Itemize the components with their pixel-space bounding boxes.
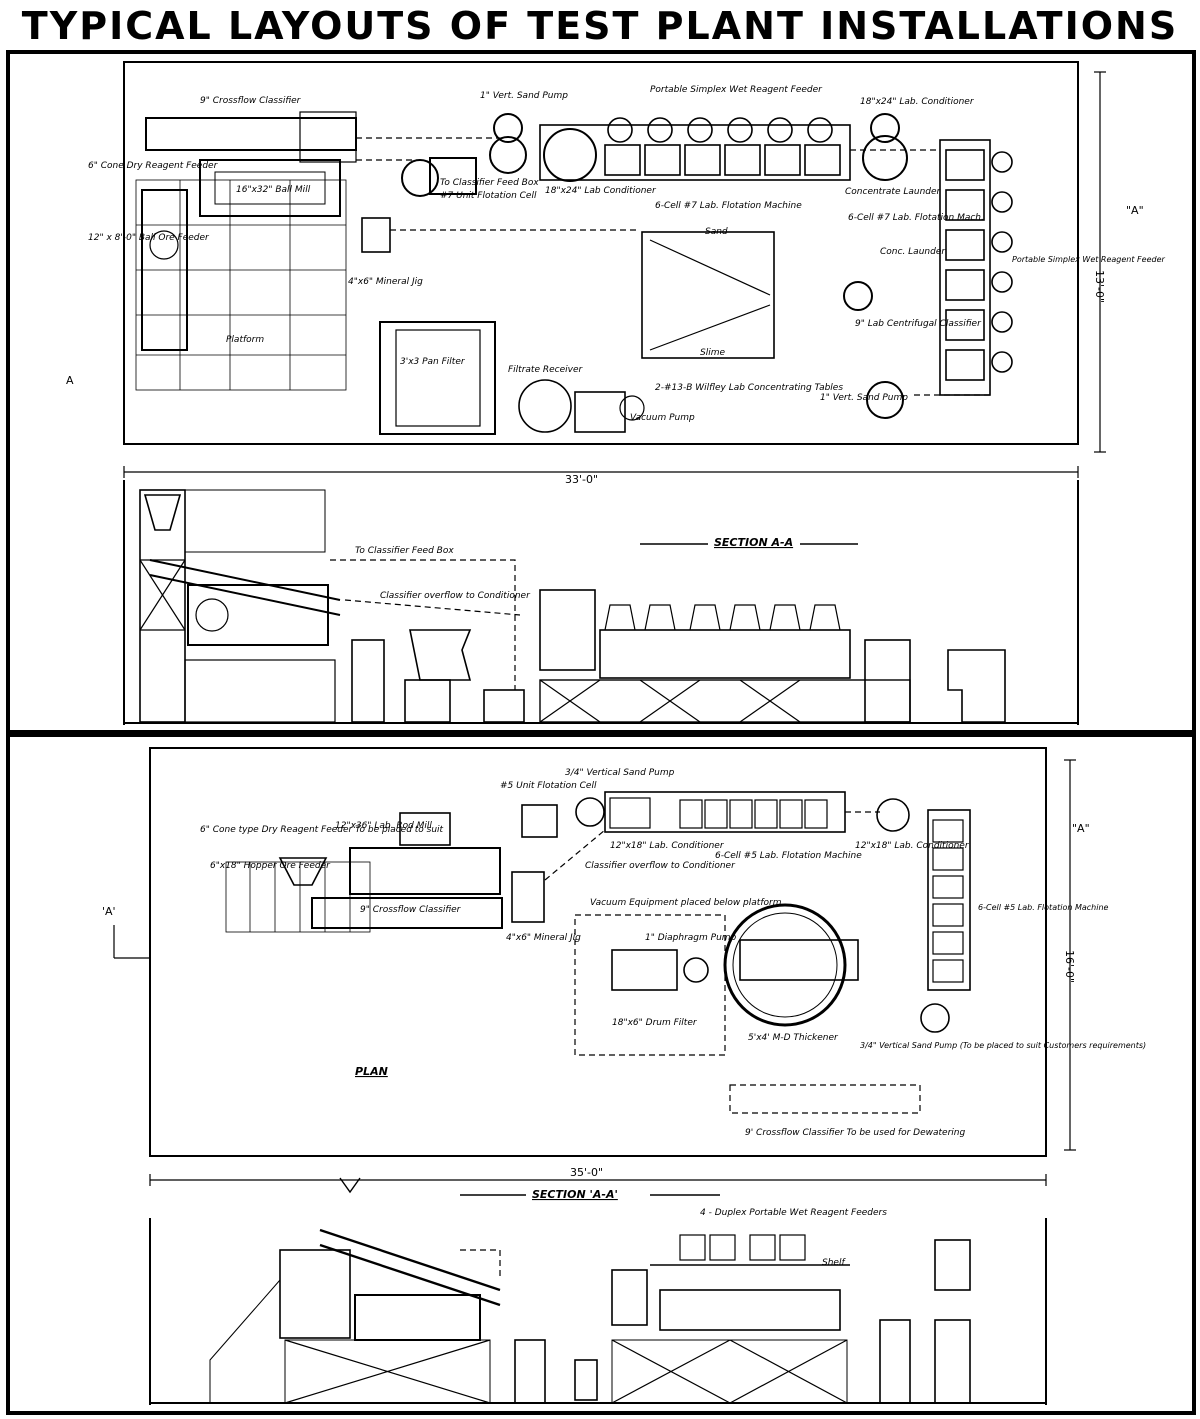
label-sand-pump-2r: 3/4" Vertical Sand Pump (To be placed to… — [860, 1041, 1146, 1050]
panel-1-labels: 9" Crossflow Classifier 6" Cone Dry Reag… — [88, 85, 1165, 423]
ore-feeder-shape — [141, 189, 188, 351]
panel-2-section-title: SECTION 'A-A' — [532, 1188, 618, 1201]
panel-1-frame — [6, 50, 1196, 734]
panel-1-plan — [123, 61, 1079, 445]
label-overflow-2: Classifier overflow to Conditioner — [585, 861, 736, 871]
label-unit-cell: #5 Unit Flotation Cell — [500, 781, 597, 791]
label-flotation-2: 6-Cell #5 Lab. Flotation Machine — [715, 851, 862, 861]
pan-filter-shape — [379, 321, 496, 435]
label-mineral-jig: 4"x6" Mineral Jig — [348, 277, 423, 287]
page-title: TYPICAL LAYOUTS OF TEST PLANT INSTALLATI… — [21, 4, 1179, 48]
label-duplex: 4 - Duplex Portable Wet Reagent Feeders — [700, 1208, 887, 1218]
label-conditioner-2a: 12"x18" Lab. Conditioner — [610, 841, 725, 851]
label-conditioner-a: 18"x24" Lab Conditioner — [545, 186, 657, 196]
label-slime: Slime — [700, 348, 725, 358]
label-to-feed-box: To Classifier Feed Box — [355, 546, 454, 556]
panel-2-marker-right: "A" — [1072, 822, 1090, 835]
label-ball-mill: 16"x32" Ball Mill — [236, 185, 311, 195]
plan-1-border — [123, 61, 1079, 445]
wilfley-tables-shape — [641, 231, 775, 359]
label-to-classifier: To Classifier Feed Box — [440, 178, 539, 188]
label-ball-feeder: 12" x 8'-0" Ball Ore Feeder — [88, 233, 210, 243]
label-shelf: Shelf — [822, 1258, 846, 1268]
panel-2-section-labels: SECTION 'A-A' 4 - Duplex Portable Wet Re… — [532, 1188, 887, 1268]
panel-1-marker-left: A — [66, 374, 74, 387]
label-conc-launder: Conc. Launder — [880, 247, 946, 257]
label-hopper: 6"x18" Hopper Ore Feeder — [210, 861, 331, 871]
label-classifier: 9" Crossflow Classifier — [200, 96, 302, 106]
label-mineral-jig-2: 4"x6" Mineral Jig — [506, 933, 581, 943]
label-vacuum-pump: Vacuum Pump — [630, 413, 695, 423]
label-flotation-2r: 6-Cell #5 Lab. Flotation Machine — [978, 903, 1109, 912]
panel-2-width: 35'-0" — [570, 1166, 603, 1179]
panel-2-plan — [149, 747, 1047, 1157]
label-filtrate: Filtrate Receiver — [508, 365, 583, 375]
panel-1-section-title: SECTION A-A — [714, 536, 793, 549]
label-conditioner-b: 18"x24" Lab. Conditioner — [860, 97, 975, 107]
label-dia-pump: 1" Diaphragm Pump — [645, 933, 737, 943]
label-dry-feeder: 6" Cone Dry Reagent Feeder — [88, 161, 219, 171]
label-classifier-2: 9" Crossflow Classifier — [360, 905, 462, 915]
label-sand: Sand — [705, 227, 728, 237]
label-dewatering: 9' Crossflow Classifier To be used for D… — [745, 1128, 965, 1138]
label-concentrate-launder: Concentrate Launder — [845, 187, 942, 197]
platform-grid — [135, 179, 347, 391]
panel-1-marker-right: "A" — [1126, 204, 1144, 217]
ball-mill-shape — [199, 159, 341, 217]
label-centrifugal: 9" Lab Centrifugal Classifier — [855, 319, 982, 329]
label-flotation-machine-r: 6-Cell #7 Lab. Flotation Mach. — [848, 213, 984, 223]
label-plan: PLAN — [355, 1065, 388, 1078]
panel-1-width: 33'-0" — [565, 473, 598, 486]
classifier-feed-box — [299, 111, 357, 163]
label-dry-feeder-2: 6" Cone type Dry Reagent Feeder To be pl… — [200, 825, 444, 835]
label-flotation-cell: #7 Unit Flotation Cell — [440, 191, 537, 201]
label-sand-pump-bottom: 1" Vert. Sand Pump — [820, 393, 908, 403]
label-drum-filter: 18"x6" Drum Filter — [612, 1018, 698, 1028]
crossflow-classifier-shape — [145, 117, 357, 151]
panel-1-section — [123, 480, 1079, 725]
panel-2-dimensions: 35'-0" 16'-0" "A" 'A' — [102, 759, 1090, 1194]
panel-2-height: 16'-0" — [1063, 950, 1076, 983]
panel-1-dimensions: 33'-0" 13'-0" "A" A — [66, 71, 1144, 486]
label-tables: 2-#13-B Wilfley Lab Concentrating Tables — [655, 383, 843, 393]
panel-2-section — [149, 1218, 1047, 1405]
label-thickener: 5'x4' M-D Thickener — [748, 1033, 839, 1043]
label-platform: Platform — [226, 335, 264, 345]
panel-2-marker-left: 'A' — [102, 905, 116, 918]
label-portable-feeder-r: Portable Simplex Wet Reagent Feeder — [1012, 255, 1165, 264]
label-flotation-machine: 6-Cell #7 Lab. Flotation Machine — [655, 201, 802, 211]
flotation-cells-right — [939, 139, 1013, 396]
label-sand-pump-top: 1" Vert. Sand Pump — [480, 91, 568, 101]
label-rod-mill: 12"x36" Lab. Rod Mill — [335, 821, 432, 831]
label-conditioner-2b: 12"x18" Lab. Conditioner — [855, 841, 970, 851]
flotation-cells-top — [539, 117, 851, 181]
label-portable-feeder: Portable Simplex Wet Reagent Feeder — [650, 85, 823, 95]
label-vacuum: Vacuum Equipment placed below platform — [590, 898, 782, 908]
panel-2-frame — [6, 733, 1196, 1415]
plan-2-border — [149, 747, 1047, 1157]
label-overflow: Classifier overflow to Conditioner — [380, 591, 531, 601]
panel-1-section-labels: SECTION A-A To Classifier Feed Box Class… — [355, 536, 793, 601]
label-sand-pump-2: 3/4" Vertical Sand Pump — [565, 768, 675, 778]
label-pan-filter: 3'x3 Pan Filter — [400, 357, 466, 367]
panel-2-labels: 6" Cone type Dry Reagent Feeder To be pl… — [200, 768, 1146, 1138]
panel-1-height: 13'-0" — [1093, 270, 1106, 303]
